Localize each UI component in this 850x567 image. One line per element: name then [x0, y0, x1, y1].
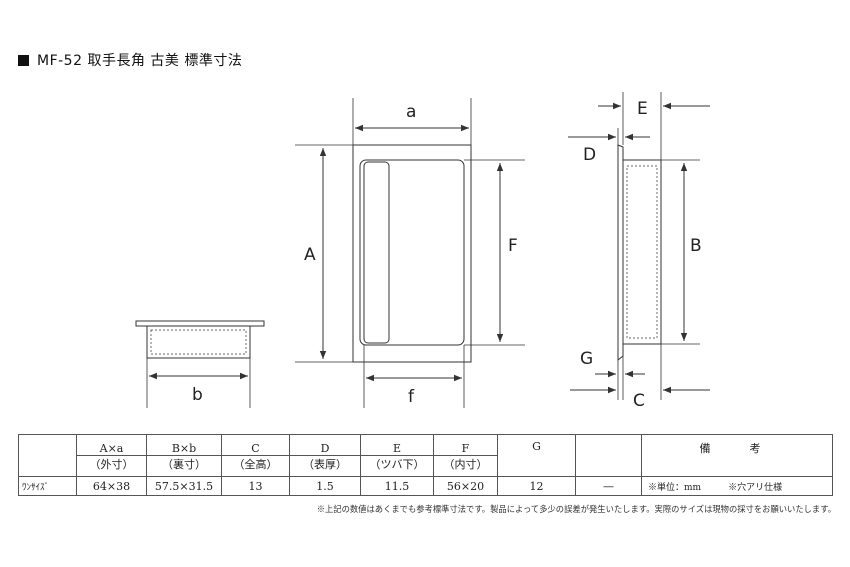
footnote: ※上記の数値はあくまでも参考標準寸法です。製品によって多少の誤差が発生いたします…	[316, 504, 836, 514]
header-cell: （外寸）	[76, 455, 147, 477]
value-cell: 56×20	[433, 476, 498, 496]
front-view	[295, 98, 525, 408]
header-cell-remarks: 備 考	[641, 434, 833, 477]
value-cell: 12	[497, 476, 576, 496]
header-cell: （表厚）	[289, 455, 361, 477]
label-b: b	[192, 385, 203, 405]
value-cell: 1.5	[289, 476, 361, 496]
dimension-drawing: a A F f b E D B G C	[135, 92, 710, 411]
spec-table: A×a B×b C D E F G 備 考 （外寸） （裏寸） （全高） （表厚…	[18, 434, 833, 496]
header-cell: （裏寸）	[146, 455, 222, 477]
value-cell: 11.5	[360, 476, 434, 496]
value-cell: 57.5×31.5	[146, 476, 222, 496]
header-cell: D	[289, 434, 361, 456]
label-B: B	[690, 236, 702, 256]
side-view	[568, 92, 710, 400]
label-G: G	[580, 349, 593, 369]
square-bullet-icon	[18, 55, 29, 66]
header-cell: B×b	[146, 434, 222, 456]
page-title: MF-52 取手長角 古美 標準寸法	[18, 50, 242, 70]
label-C: C	[633, 391, 645, 411]
bottom-view	[135, 320, 265, 408]
header-cell: A×a	[76, 434, 147, 456]
header-cell: E	[360, 434, 434, 456]
header-row-top: A×a B×b C D E F G 備 考	[18, 434, 833, 477]
label-F: F	[508, 236, 518, 256]
value-cell: —	[575, 476, 642, 496]
header-cell: G	[497, 434, 576, 477]
row-label: ﾜﾝｻｲｽﾞ	[18, 476, 77, 496]
header-cell	[18, 434, 77, 477]
remarks-cell: ※単位：mm ※穴アリ仕様	[641, 476, 833, 496]
label-a: a	[406, 102, 416, 122]
label-D: D	[583, 145, 596, 165]
value-cell: 13	[221, 476, 290, 496]
value-cell: 64×38	[76, 476, 147, 496]
header-cell: （ツバ下）	[360, 455, 434, 477]
header-cell: F	[433, 434, 498, 456]
label-A: A	[304, 245, 316, 265]
title-text: MF-52 取手長角 古美 標準寸法	[37, 53, 243, 69]
table-row: ﾜﾝｻｲｽﾞ 64×38 57.5×31.5 13 1.5 11.5 56×20…	[18, 476, 833, 496]
header-cell: C	[221, 434, 290, 456]
label-E: E	[637, 99, 648, 119]
header-cell: （内寸）	[433, 455, 498, 477]
header-cell	[575, 434, 642, 477]
label-f: f	[408, 387, 415, 407]
header-cell: （全高）	[221, 455, 290, 477]
